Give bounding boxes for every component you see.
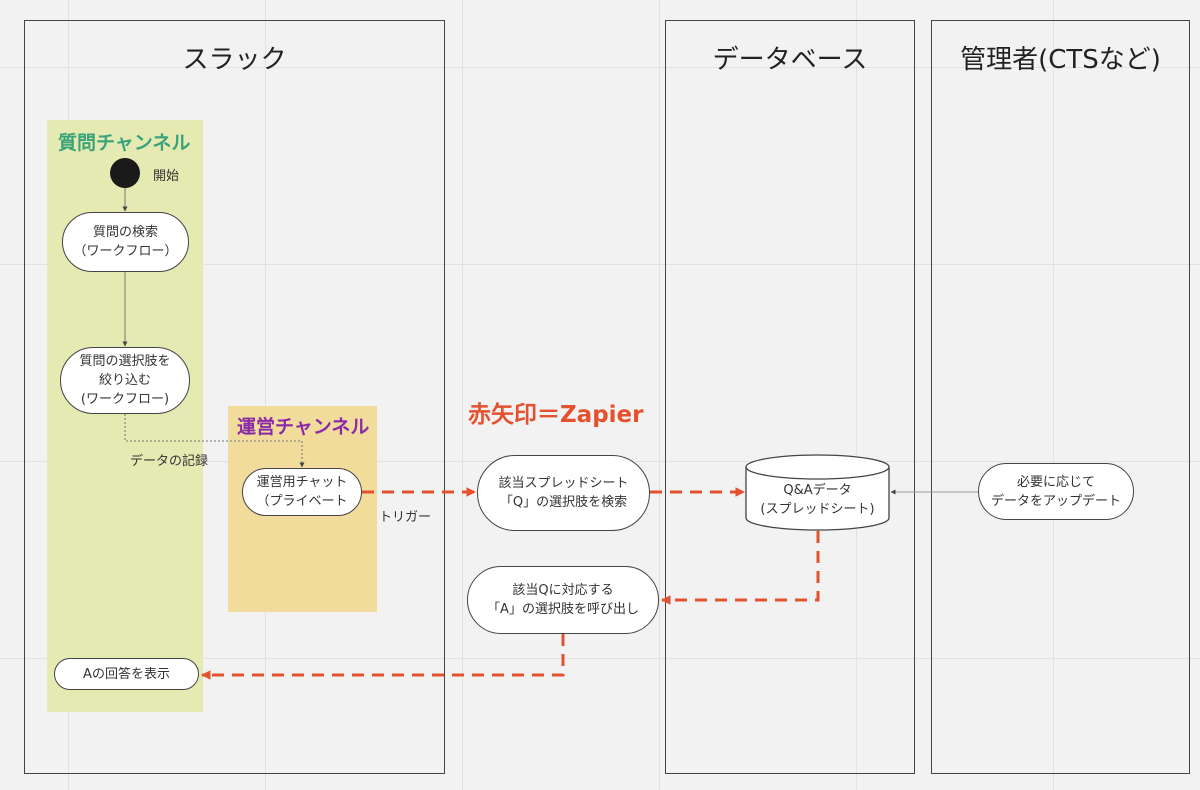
lane-database: データベース [665,20,915,774]
qa-data-cylinder [745,454,890,531]
lane-admin: 管理者(CTSなど) [931,20,1190,774]
lane-title: 管理者(CTSなど) [960,45,1161,75]
legend-zapier: 赤矢印＝Zapier [468,402,644,428]
node-narrow-options: 質問の選択肢を絞り込む(ワークフロー) [60,347,190,414]
node-call-a: 該当Qに対応する「A」の選択肢を呼び出し [467,566,659,634]
edge-db-calla [661,531,820,605]
edge-calla-show [201,634,565,680]
node-show-answer: Aの回答を表示 [54,658,199,690]
node-search-question: 質問の検索（ワークフロー） [62,212,189,272]
trigger-label: トリガー [379,510,432,525]
region-title: 運営チャンネル [237,416,370,438]
start-label: 開始 [153,169,180,184]
node-qa-data: Q&Aデータ(スプレッドシート) [760,483,875,517]
record-label: データの記録 [130,454,209,469]
node-update-data: 必要に応じてデータをアップデート [978,463,1134,520]
node-ops-chat: 運営用チャット（プライベート [242,468,362,516]
edge-record [124,414,305,468]
start-node [110,158,140,188]
lane-title: データベース [712,45,868,75]
lane-title: スラック [182,45,287,75]
region-title: 質問チャンネル [58,132,191,154]
lane-slack: スラック [24,20,445,774]
node-search-q: 該当スプレッドシート「Q」の選択肢を検索 [477,455,650,531]
